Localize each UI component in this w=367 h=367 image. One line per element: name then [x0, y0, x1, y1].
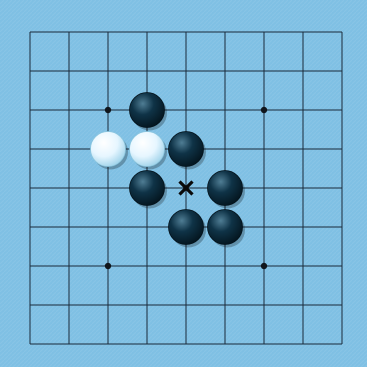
star-point: [105, 107, 111, 113]
stone-body: [91, 132, 126, 167]
star-point: [261, 263, 267, 269]
stone-body: [208, 171, 243, 206]
stone-body: [130, 93, 165, 128]
stone-body: [169, 210, 204, 245]
stone-body: [169, 132, 204, 167]
star-point: [261, 107, 267, 113]
stone-body: [130, 171, 165, 206]
star-point: [105, 263, 111, 269]
stone-body: [208, 210, 243, 245]
stone-body: [130, 132, 165, 167]
